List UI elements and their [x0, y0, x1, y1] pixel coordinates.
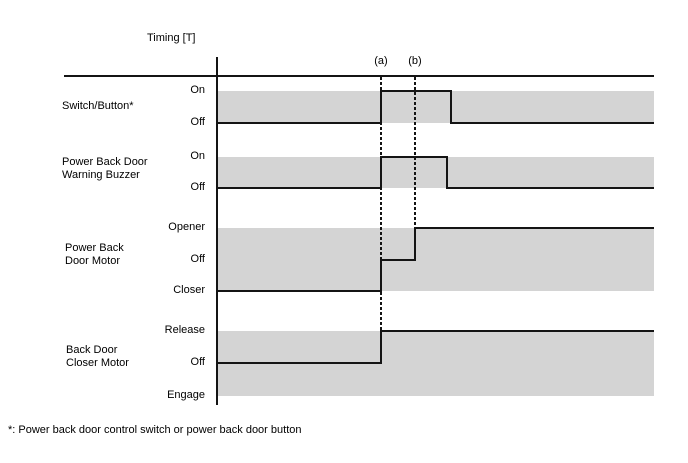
- marker-label-b: (b): [408, 55, 422, 67]
- level-label: Off: [190, 253, 205, 265]
- waveform-segment: [451, 122, 654, 124]
- waveform-edge: [414, 227, 416, 261]
- signal-label: Switch/Button*: [62, 100, 134, 112]
- level-label: Off: [190, 116, 205, 128]
- waveform-edge: [446, 156, 448, 189]
- waveform-segment: [217, 290, 381, 292]
- footnote: *: Power back door control switch or pow…: [8, 424, 302, 436]
- level-label: Off: [190, 181, 205, 193]
- waveform-segment: [447, 187, 654, 189]
- level-label: Off: [190, 356, 205, 368]
- level-label: Closer: [173, 284, 205, 296]
- level-label: Opener: [168, 221, 205, 233]
- level-label: Engage: [167, 389, 205, 401]
- waveform-edge: [380, 330, 382, 364]
- signal-label: Back Door Closer Motor: [66, 344, 129, 369]
- waveform-segment: [381, 156, 447, 158]
- marker-line-a: [380, 77, 382, 331]
- level-label: On: [190, 84, 205, 96]
- waveform-segment: [381, 90, 451, 92]
- waveform-edge: [380, 90, 382, 124]
- signal-band: [217, 157, 654, 188]
- signal-band: [217, 228, 654, 291]
- time-axis: [216, 57, 218, 405]
- timeline: [64, 75, 654, 77]
- level-label: Release: [164, 324, 205, 336]
- waveform-edge: [380, 156, 382, 189]
- marker-label-a: (a): [374, 55, 388, 67]
- waveform-segment: [381, 330, 654, 332]
- signal-band: [217, 91, 654, 123]
- waveform-segment: [217, 122, 381, 124]
- waveform-segment: [217, 187, 381, 189]
- waveform-edge: [450, 90, 452, 124]
- time-axis-label: Timing [T]: [147, 32, 196, 44]
- waveform-segment: [381, 259, 415, 261]
- marker-line-b: [414, 77, 416, 228]
- level-label: On: [190, 150, 205, 162]
- waveform-edge: [380, 259, 382, 292]
- waveform-segment: [415, 227, 654, 229]
- signal-label: Power Back Door Warning Buzzer: [62, 156, 148, 181]
- signal-label: Power Back Door Motor: [65, 242, 124, 267]
- waveform-segment: [217, 362, 381, 364]
